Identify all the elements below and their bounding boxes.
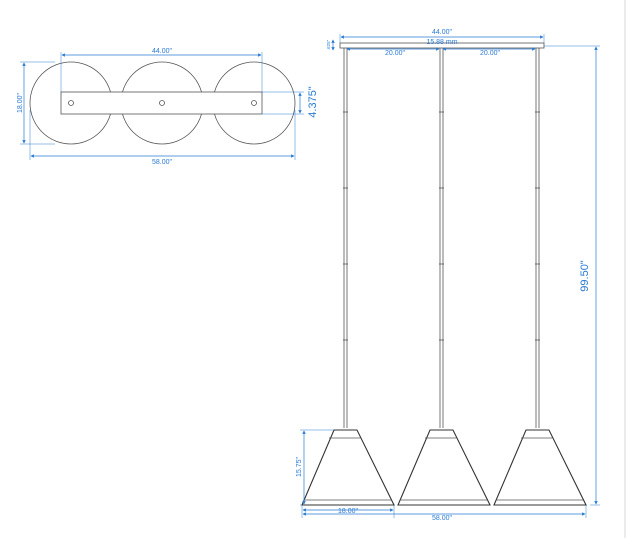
pendant-shade-left	[301, 429, 395, 506]
dim-top-width: 58.00"	[152, 159, 173, 166]
rod-joints	[343, 111, 540, 341]
dim-shade-diameter: 18.00"	[338, 508, 359, 515]
dim-mount-spacing: 44.00"	[152, 48, 173, 55]
canopy-bar	[339, 42, 545, 49]
dim-plate-height: 4.375"	[307, 86, 319, 118]
pendant-shade-center	[397, 429, 491, 506]
dim-overall-height: 99.50"	[579, 260, 591, 292]
dim-shade-height: 15.75"	[296, 456, 303, 477]
dim-canopy-length: 44.00"	[432, 29, 453, 36]
side-view: 44.00" 15.88 mm 20.00" 20.00" .625" 99.5…	[296, 29, 600, 522]
mount-hole-right	[251, 100, 257, 106]
mounting-plate	[60, 91, 263, 115]
top-view: 44.00" 58.00" 18.00" 4.375"	[17, 48, 319, 166]
dim-span-right: 20.00"	[480, 50, 501, 57]
dim-canopy-thickness-short: .625"	[326, 39, 331, 50]
rod-right	[535, 48, 540, 428]
rod-center	[439, 48, 444, 428]
mount-hole-center	[159, 100, 165, 106]
dim-overall-width: 58.00"	[432, 515, 453, 522]
dim-canopy-thickness: 15.88 mm	[426, 39, 457, 46]
pendant-shade-right	[493, 429, 587, 506]
rod-left	[343, 48, 348, 428]
dim-canopy-diameter: 18.00"	[17, 92, 24, 113]
dim-span-left: 20.00"	[385, 50, 406, 57]
mount-hole-left	[68, 100, 74, 106]
